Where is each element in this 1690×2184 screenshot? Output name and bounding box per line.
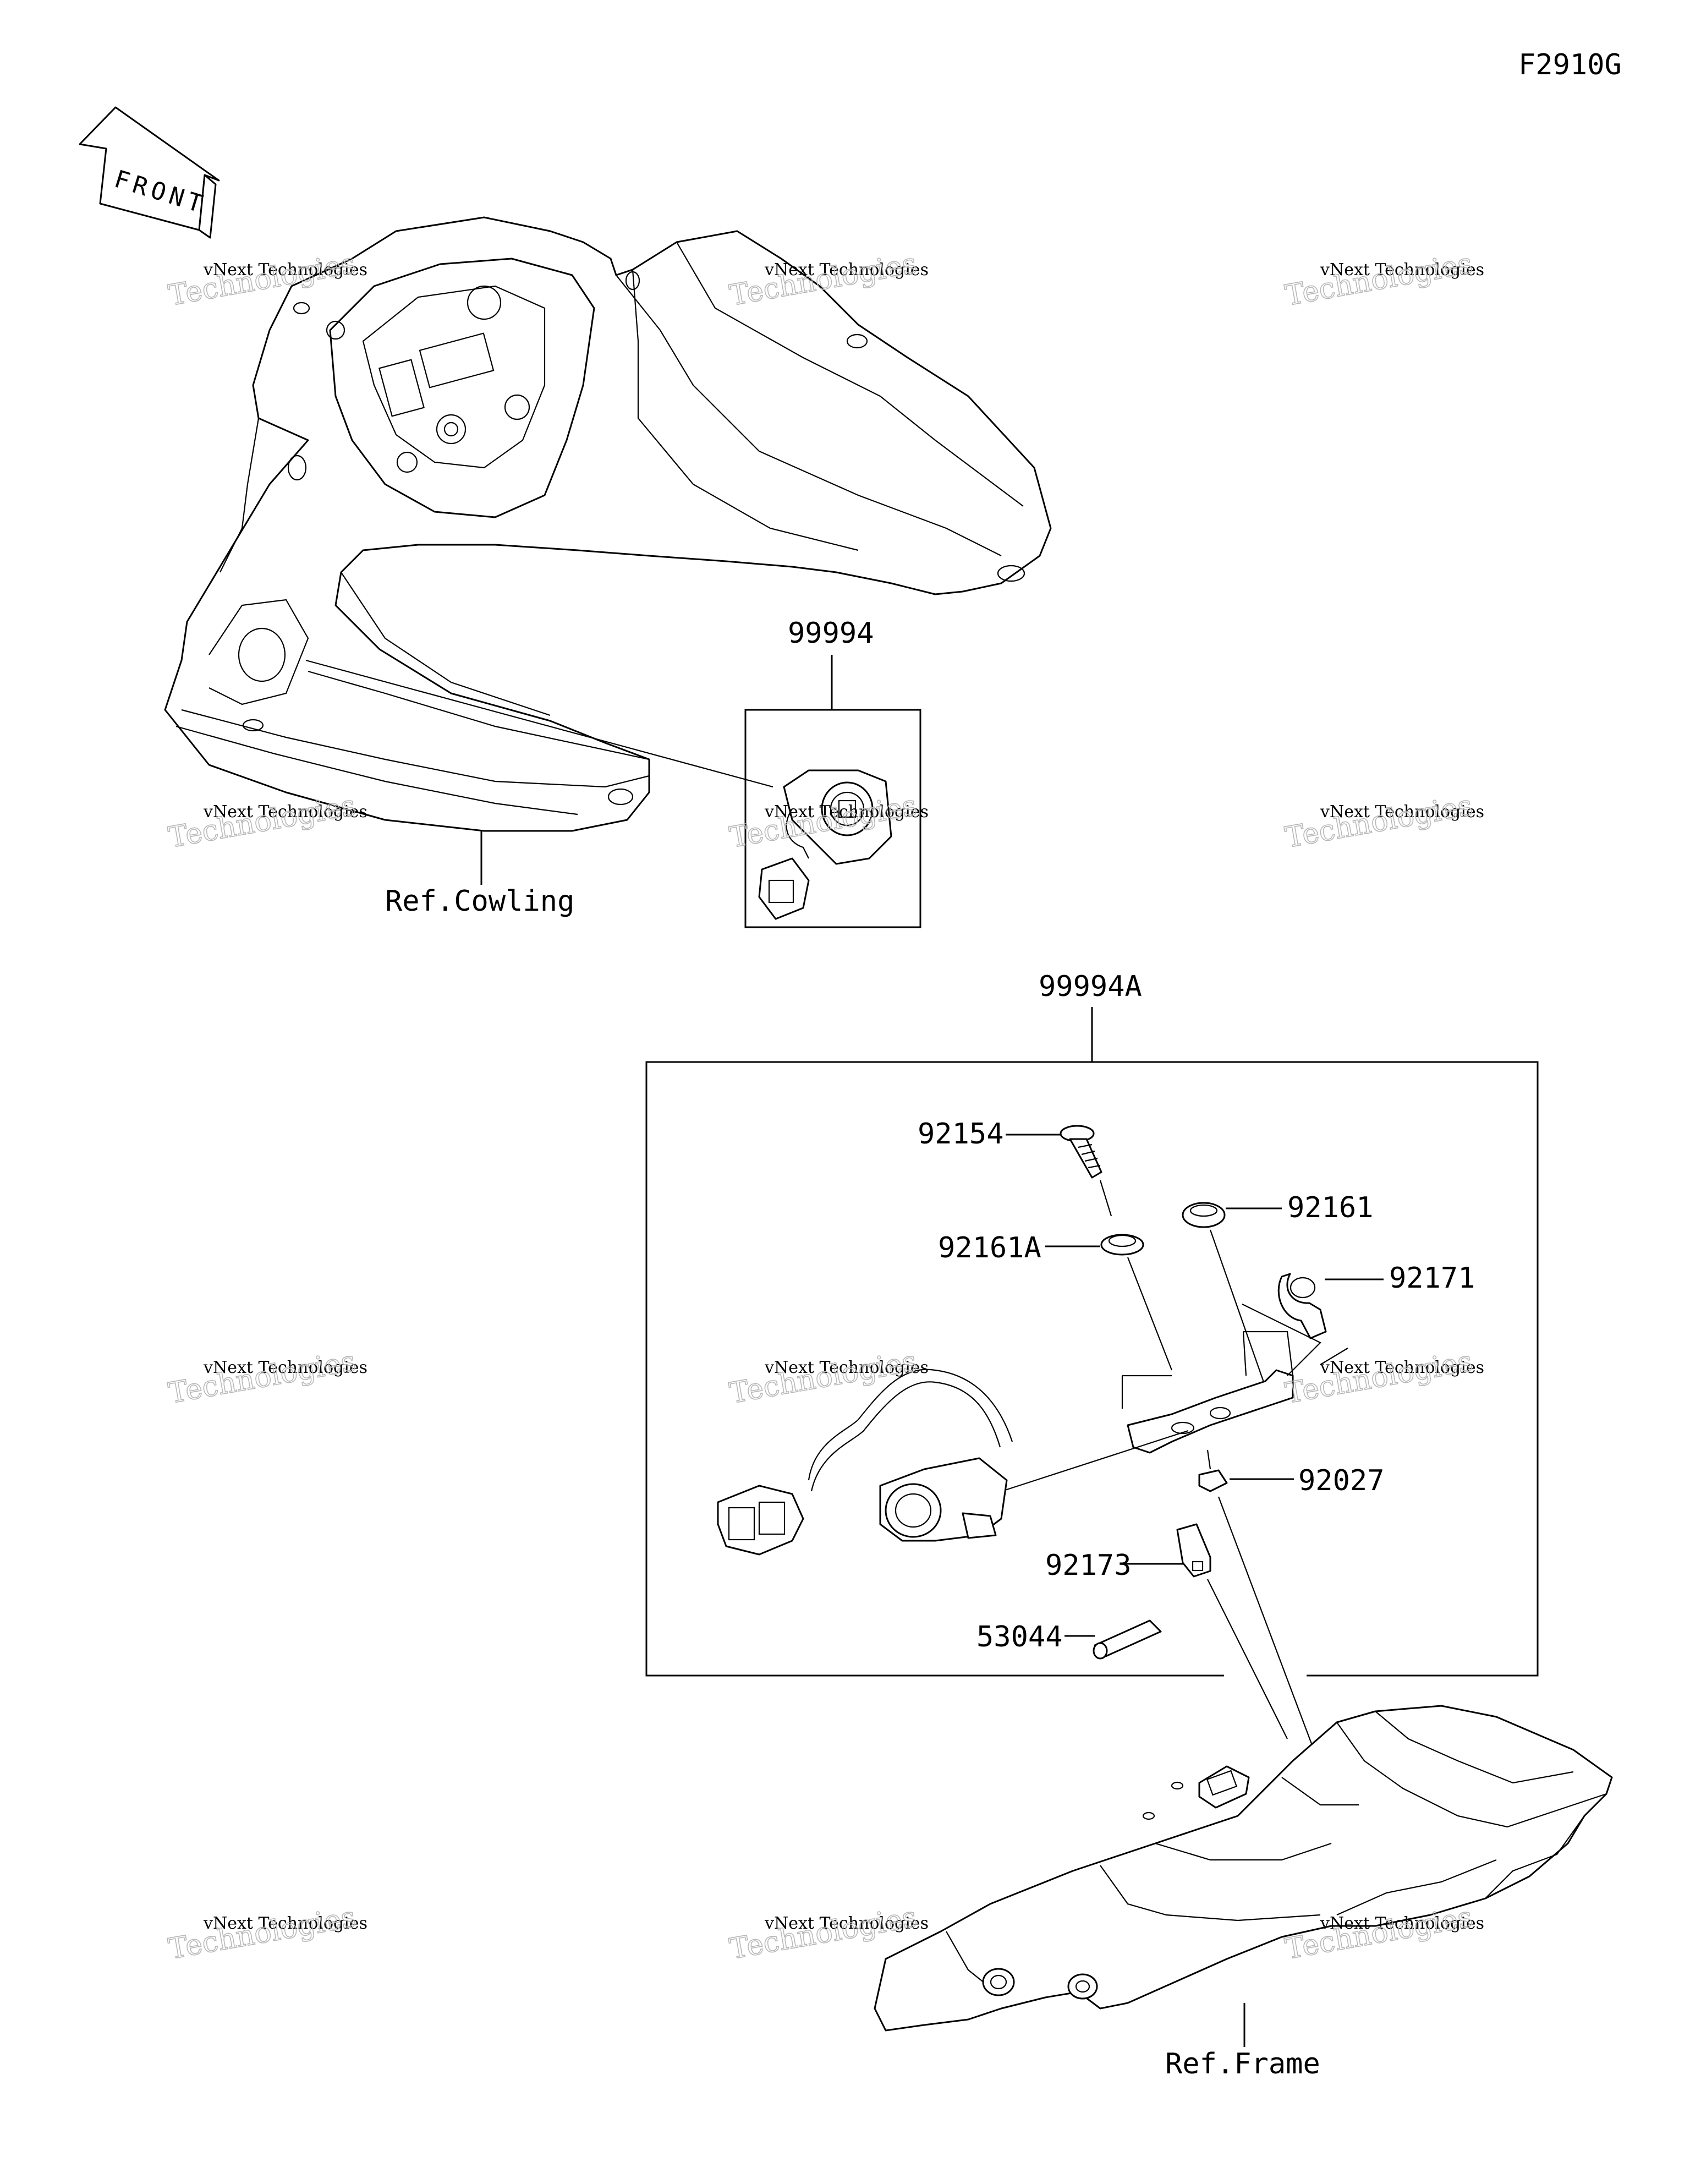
svg-text:vNext Technologies: vNext Technologies bbox=[203, 260, 367, 280]
nut-axis bbox=[1206, 1449, 1211, 1470]
svg-text:vNext Technologies: vNext Technologies bbox=[764, 1914, 929, 1933]
callout-99994a: 99994A bbox=[1039, 970, 1142, 1003]
callout-92161: 92161 bbox=[1287, 1191, 1374, 1224]
callout-92027: 92027 bbox=[1298, 1464, 1385, 1497]
bolt-axis bbox=[1099, 1180, 1112, 1217]
ref-cowling-label: Ref.Cowling bbox=[385, 885, 574, 918]
grommet-axis-a bbox=[1127, 1257, 1173, 1371]
svg-text:Technologies: Technologies bbox=[166, 789, 358, 855]
terminal-92173-drawing bbox=[1176, 1523, 1211, 1578]
cowling-drawing bbox=[164, 216, 1052, 832]
figure-id: F2910G bbox=[1518, 48, 1622, 81]
bracket-drawing bbox=[1121, 1304, 1348, 1454]
front-arrow-icon: FRONT bbox=[79, 106, 220, 239]
callout-92161a: 92161A bbox=[938, 1231, 1041, 1265]
grommet-axis-b bbox=[1209, 1229, 1266, 1387]
callout-99994: 99994 bbox=[788, 617, 874, 650]
callout-92171: 92171 bbox=[1389, 1262, 1475, 1295]
svg-text:Technologies: Technologies bbox=[166, 1345, 358, 1410]
svg-text:Technologies: Technologies bbox=[1283, 1345, 1475, 1410]
svg-text:vNext Technologies: vNext Technologies bbox=[764, 260, 929, 280]
callout-53044: 53044 bbox=[976, 1621, 1063, 1654]
tube-53044-drawing bbox=[1093, 1619, 1162, 1660]
frame-drawing bbox=[874, 1705, 1613, 2032]
svg-text:vNext Technologies: vNext Technologies bbox=[203, 1914, 367, 1933]
socket-harness-drawing bbox=[717, 1369, 1013, 1556]
kit-99994-box bbox=[744, 709, 921, 928]
ref-frame-label: Ref.Frame bbox=[1165, 2048, 1320, 2081]
callout-92154: 92154 bbox=[918, 1118, 1004, 1151]
watermark: vNext Technologies Technologies bbox=[727, 1344, 929, 1410]
nut-92027-drawing bbox=[1198, 1469, 1228, 1492]
watermark: vNext Technologies Technologies bbox=[1282, 789, 1484, 855]
socket-99994-drawing bbox=[758, 769, 892, 920]
grommet-92161-drawing bbox=[1182, 1202, 1226, 1228]
callout-92173: 92173 bbox=[1045, 1549, 1132, 1582]
watermark: vNext Technologies Technologies bbox=[166, 1344, 367, 1410]
socket-axis bbox=[984, 1430, 1189, 1498]
svg-text:vNext Technologies: vNext Technologies bbox=[203, 1358, 367, 1377]
svg-text:Technologies: Technologies bbox=[1283, 789, 1475, 855]
watermark: vNext Technologies Technologies bbox=[166, 1900, 367, 1966]
watermark: vNext Technologies Technologies bbox=[1282, 247, 1484, 313]
watermark: vNext Technologies Technologies bbox=[166, 789, 367, 855]
svg-text:vNext Technologies: vNext Technologies bbox=[1320, 1914, 1484, 1933]
terminal-axis bbox=[1207, 1579, 1288, 1739]
svg-text:vNext Technologies: vNext Technologies bbox=[764, 1358, 929, 1377]
svg-text:vNext Technologies: vNext Technologies bbox=[203, 802, 367, 822]
svg-text:vNext Technologies: vNext Technologies bbox=[764, 802, 929, 822]
watermark: vNext Technologies Technologies bbox=[1282, 1344, 1484, 1410]
kit-99994a-box bbox=[645, 1061, 1539, 1677]
svg-text:Technologies: Technologies bbox=[1283, 247, 1475, 313]
svg-text:Technologies: Technologies bbox=[166, 1901, 358, 1966]
bolt-92154-drawing bbox=[1060, 1125, 1102, 1179]
kit-99994-pointer bbox=[305, 659, 773, 788]
grommet-92161a-drawing bbox=[1100, 1234, 1144, 1256]
svg-text:vNext Technologies: vNext Technologies bbox=[1320, 260, 1484, 280]
svg-text:vNext Technologies: vNext Technologies bbox=[1320, 1358, 1484, 1377]
clamp-92171-drawing bbox=[1277, 1273, 1327, 1339]
box-gap bbox=[1224, 1670, 1307, 1681]
svg-text:vNext Technologies: vNext Technologies bbox=[1320, 802, 1484, 822]
